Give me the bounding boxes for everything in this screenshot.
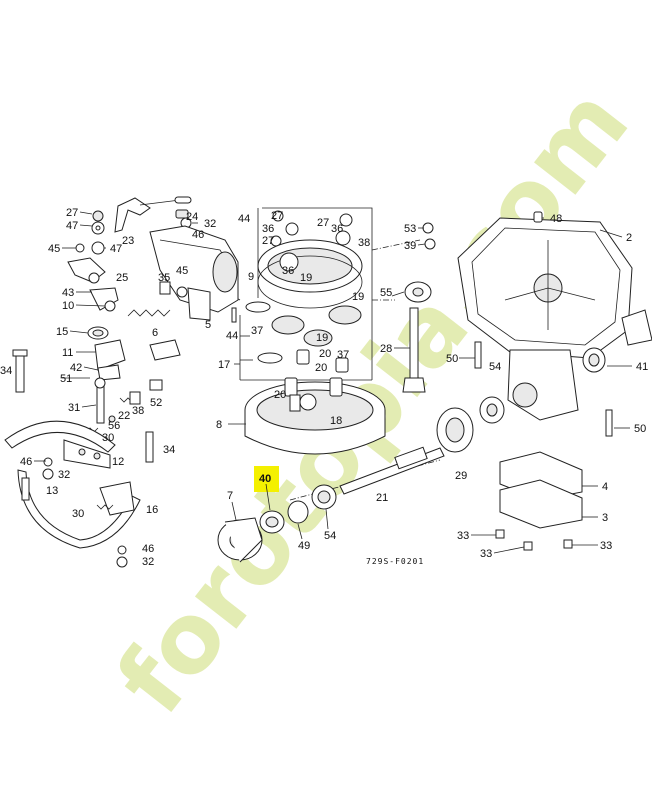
part-label[interactable]: 43 bbox=[62, 287, 74, 299]
part-label[interactable]: 36 bbox=[282, 265, 294, 277]
leader-lines bbox=[34, 211, 632, 554]
part-label[interactable]: 37 bbox=[337, 349, 349, 361]
part-label[interactable]: 16 bbox=[146, 504, 158, 516]
part-label[interactable]: 17 bbox=[218, 359, 230, 371]
part-label[interactable]: 33 bbox=[457, 530, 469, 542]
part-label[interactable]: 32 bbox=[204, 218, 216, 230]
part-label[interactable]: 46 bbox=[142, 543, 154, 555]
part-label[interactable]: 52 bbox=[150, 397, 162, 409]
part-label[interactable]: 27 bbox=[66, 207, 78, 219]
part-label[interactable]: 30 bbox=[72, 508, 84, 520]
part-label[interactable]: 33 bbox=[600, 540, 612, 552]
part-label[interactable]: 34 bbox=[0, 365, 12, 377]
part-label[interactable]: 46 bbox=[192, 229, 204, 241]
gear-assembly bbox=[244, 210, 386, 455]
part-label[interactable]: 54 bbox=[489, 361, 501, 373]
part-label[interactable]: 25 bbox=[116, 272, 128, 284]
part-label[interactable]: 9 bbox=[248, 271, 254, 283]
part-label[interactable]: 36 bbox=[331, 223, 343, 235]
part-label[interactable]: 29 bbox=[455, 470, 467, 482]
part-label[interactable]: 2 bbox=[626, 232, 632, 244]
part-label[interactable]: 20 bbox=[315, 362, 327, 374]
part-label[interactable]: 19 bbox=[316, 332, 328, 344]
part-label[interactable]: 4 bbox=[602, 481, 608, 493]
part-label[interactable]: 44 bbox=[226, 330, 238, 342]
part-label[interactable]: 20 bbox=[274, 389, 286, 401]
part-label[interactable]: 47 bbox=[66, 220, 78, 232]
part-label[interactable]: 21 bbox=[376, 492, 388, 504]
part-label[interactable]: 15 bbox=[56, 326, 68, 338]
part-label[interactable]: 32 bbox=[142, 556, 154, 568]
part-label[interactable]: 50 bbox=[634, 423, 646, 435]
part-label[interactable]: 13 bbox=[46, 485, 58, 497]
part-label[interactable]: 27 bbox=[317, 217, 329, 229]
part-label[interactable]: 39 bbox=[404, 240, 416, 252]
part-label[interactable]: 31 bbox=[68, 402, 80, 414]
part-label[interactable]: 50 bbox=[446, 353, 458, 365]
part-label[interactable]: 45 bbox=[48, 243, 60, 255]
part-label[interactable]: 38 bbox=[358, 237, 370, 249]
part-label[interactable]: 56 bbox=[108, 420, 120, 432]
part-label[interactable]: 32 bbox=[58, 469, 70, 481]
part-label[interactable]: 19 bbox=[300, 272, 312, 284]
part-label[interactable]: 53 bbox=[404, 223, 416, 235]
part-label[interactable]: 24 bbox=[186, 211, 198, 223]
part-label[interactable]: 5 bbox=[205, 319, 211, 331]
part-label[interactable]: 37 bbox=[251, 325, 263, 337]
part-label[interactable]: 3 bbox=[602, 512, 608, 524]
diagram-code: 729S-F0201 bbox=[366, 557, 424, 566]
part-label[interactable]: 22 bbox=[118, 410, 130, 422]
part-label[interactable]: 46 bbox=[20, 456, 32, 468]
part-label[interactable]: 35 bbox=[158, 272, 170, 284]
part-label[interactable]: 34 bbox=[163, 444, 175, 456]
part-label[interactable]: 44 bbox=[238, 213, 250, 225]
brake-shoes bbox=[4, 420, 154, 568]
part-label[interactable]: 38 bbox=[132, 405, 144, 417]
part-label[interactable]: 20 bbox=[319, 348, 331, 360]
part-label[interactable]: 48 bbox=[550, 213, 562, 225]
part-label[interactable]: 23 bbox=[122, 235, 134, 247]
part-label[interactable]: 54 bbox=[324, 530, 336, 542]
part-label[interactable]: 33 bbox=[480, 548, 492, 560]
part-label[interactable]: 45 bbox=[176, 265, 188, 277]
part-labels: 27 24 47 32 23 46 45 47 25 35 45 43 10 5… bbox=[0, 207, 648, 568]
part-label[interactable]: 49 bbox=[298, 540, 310, 552]
part-label[interactable]: 18 bbox=[330, 415, 342, 427]
part-label[interactable]: 36 bbox=[262, 223, 274, 235]
lower-shaft bbox=[217, 222, 474, 563]
part-label[interactable]: 27 bbox=[271, 210, 283, 222]
part-label[interactable]: 27 bbox=[262, 235, 274, 247]
part-label[interactable]: 47 bbox=[110, 243, 122, 255]
part-label[interactable]: 30 bbox=[102, 432, 114, 444]
part-label[interactable]: 51 bbox=[60, 373, 72, 385]
part-label[interactable]: 42 bbox=[70, 362, 82, 374]
part-label-highlighted[interactable]: 40 bbox=[259, 473, 271, 485]
part-label[interactable]: 6 bbox=[152, 327, 158, 339]
part-label[interactable]: 8 bbox=[216, 419, 222, 431]
part-label[interactable]: 7 bbox=[227, 490, 233, 502]
linkage-cluster bbox=[12, 196, 239, 433]
part-label[interactable]: 11 bbox=[62, 347, 73, 359]
part-label[interactable]: 19 bbox=[352, 291, 364, 303]
part-label[interactable]: 55 bbox=[380, 287, 392, 299]
gear-housing bbox=[457, 211, 652, 551]
part-label[interactable]: 10 bbox=[62, 300, 74, 312]
part-label[interactable]: 12 bbox=[112, 456, 124, 468]
part-label[interactable]: 28 bbox=[380, 343, 392, 355]
part-label[interactable]: 41 bbox=[636, 361, 648, 373]
